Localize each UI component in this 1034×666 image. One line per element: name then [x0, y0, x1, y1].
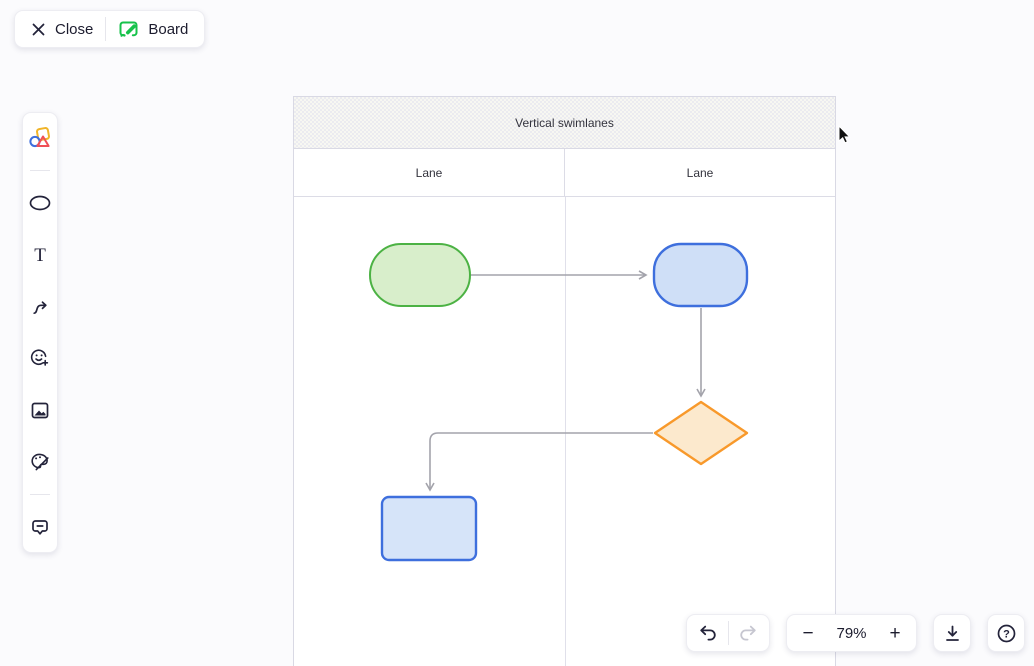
shape-task-rectangle[interactable]: [380, 495, 478, 562]
image-icon: [31, 402, 49, 419]
download-button[interactable]: [934, 617, 970, 649]
question-icon: ?: [997, 624, 1015, 642]
undo-icon: [700, 625, 716, 641]
zoom-card: − 79% +: [786, 614, 917, 652]
text-tool-button[interactable]: T: [22, 235, 58, 275]
download-card: [933, 614, 971, 652]
shape-start-stadium[interactable]: [369, 243, 471, 307]
redo-button[interactable]: [729, 617, 767, 649]
toolbar-divider-top: [30, 169, 50, 171]
undo-button[interactable]: [689, 617, 727, 649]
board-icon: [119, 21, 138, 37]
theme-tool-button[interactable]: [22, 442, 58, 482]
reaction-tool-button[interactable]: [22, 339, 58, 379]
comment-icon: [32, 519, 48, 535]
toolbar-divider-bottom: [30, 494, 50, 496]
svg-text:?: ?: [1003, 628, 1010, 640]
svg-text:T: T: [34, 245, 46, 265]
image-tool-button[interactable]: [22, 390, 58, 430]
connector-decision-to-task[interactable]: [425, 432, 653, 492]
lane-header-1[interactable]: Lane: [294, 149, 565, 196]
topbar-divider: [105, 17, 107, 41]
shape-picker-button[interactable]: [22, 118, 58, 158]
toolbar: T: [22, 112, 58, 553]
comment-tool-button[interactable]: [22, 507, 58, 547]
plus-icon: +: [889, 622, 901, 644]
close-icon: [32, 23, 45, 35]
text-icon: T: [34, 245, 46, 265]
ellipse-icon: [29, 195, 51, 211]
minus-icon: −: [802, 622, 814, 644]
help-card: ?: [987, 614, 1025, 652]
swimlane-header-row: Lane Lane: [294, 149, 835, 197]
close-label: Close: [55, 20, 94, 38]
history-divider: [727, 621, 729, 645]
zoom-out-button[interactable]: −: [789, 617, 827, 649]
mouse-cursor: [838, 124, 851, 144]
redo-icon: [740, 625, 756, 641]
history-card: [686, 614, 770, 652]
connector-tool-button[interactable]: [22, 287, 58, 327]
board-button[interactable]: Board: [106, 14, 200, 44]
lane-header-2[interactable]: Lane: [686, 165, 714, 180]
board-label: Board: [148, 20, 189, 38]
shape-process-stadium[interactable]: [652, 242, 749, 308]
swimlane-title[interactable]: Vertical swimlanes: [294, 97, 835, 149]
shape-decision-diamond[interactable]: [653, 400, 749, 466]
ellipse-tool-button[interactable]: [22, 183, 58, 223]
download-icon: [945, 625, 959, 641]
zoom-level[interactable]: 79%: [836, 624, 867, 642]
lane-divider: [564, 197, 566, 666]
connector-icon: [32, 301, 47, 315]
close-button[interactable]: Close: [19, 14, 105, 44]
shapes-icon: [29, 126, 50, 148]
help-button[interactable]: ?: [988, 617, 1024, 649]
zoom-in-button[interactable]: +: [876, 617, 914, 649]
emoji-plus-icon: [30, 349, 49, 367]
topbar-card: Close Board: [14, 10, 206, 48]
palette-icon: [30, 453, 49, 471]
swimlane-frame[interactable]: Vertical swimlanes Lane Lane: [293, 96, 836, 666]
